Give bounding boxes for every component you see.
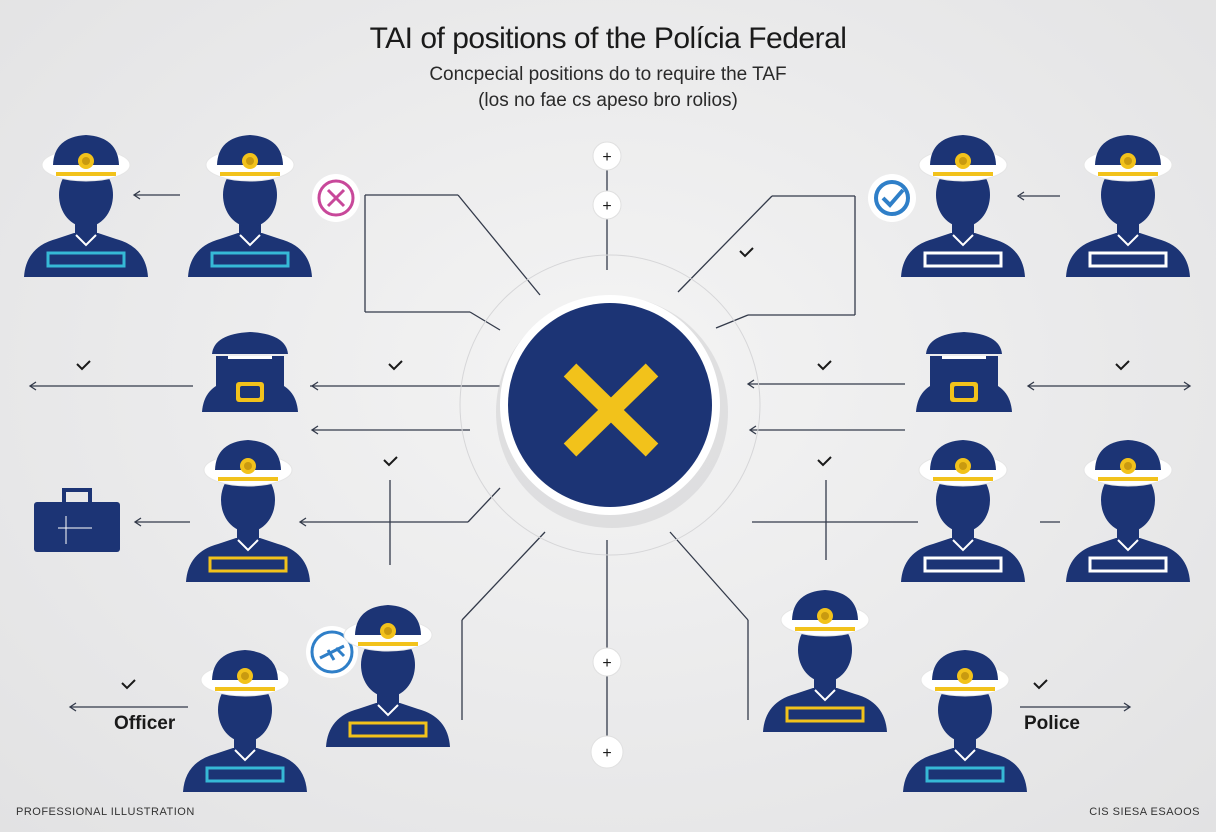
briefcase-icon — [34, 488, 120, 552]
officer-figure-2 — [187, 134, 313, 278]
officer-bust-right — [916, 332, 1012, 412]
step-symbol-2: + — [602, 198, 611, 215]
check-icon — [868, 174, 916, 222]
officer-figure-9 — [1065, 439, 1191, 583]
step-symbol-3: + — [602, 655, 611, 672]
center-x-icon — [563, 363, 659, 457]
officer-figure-3 — [185, 439, 311, 583]
center-halo — [459, 254, 761, 556]
officer-figure-7 — [1065, 134, 1191, 278]
step-nodes — [590, 141, 624, 769]
x-icon — [312, 174, 360, 222]
officer-figure-11 — [902, 649, 1028, 793]
connector-lines — [30, 168, 1190, 745]
step-symbol-1: + — [602, 149, 611, 166]
check-marks — [76, 247, 1130, 690]
officer-figure-8 — [900, 439, 1026, 583]
page-title: TAI of positions of the Polícia Federal — [369, 22, 847, 55]
page-subtitle: Concpecial positions do to require the T… — [429, 64, 787, 85]
step-symbol-4: + — [602, 745, 611, 762]
footer-right: CIS SIESA ESAOOS — [1089, 806, 1200, 818]
officer-figure-6 — [900, 134, 1026, 278]
officer-figure-4 — [325, 604, 451, 748]
officer-label: Officer — [114, 713, 176, 734]
officer-figure-1 — [23, 134, 149, 278]
officer-figure-5 — [182, 649, 308, 793]
arrowheads — [28, 190, 1192, 712]
footer-left: PROFESSIONAL ILLUSTRATION — [16, 806, 195, 818]
officer-figure-10 — [762, 589, 888, 733]
officer-bust-left — [202, 332, 298, 412]
police-label: Police — [1024, 713, 1080, 734]
page-subtitle-note: (los no fae cs apeso bro rolios) — [478, 90, 738, 111]
